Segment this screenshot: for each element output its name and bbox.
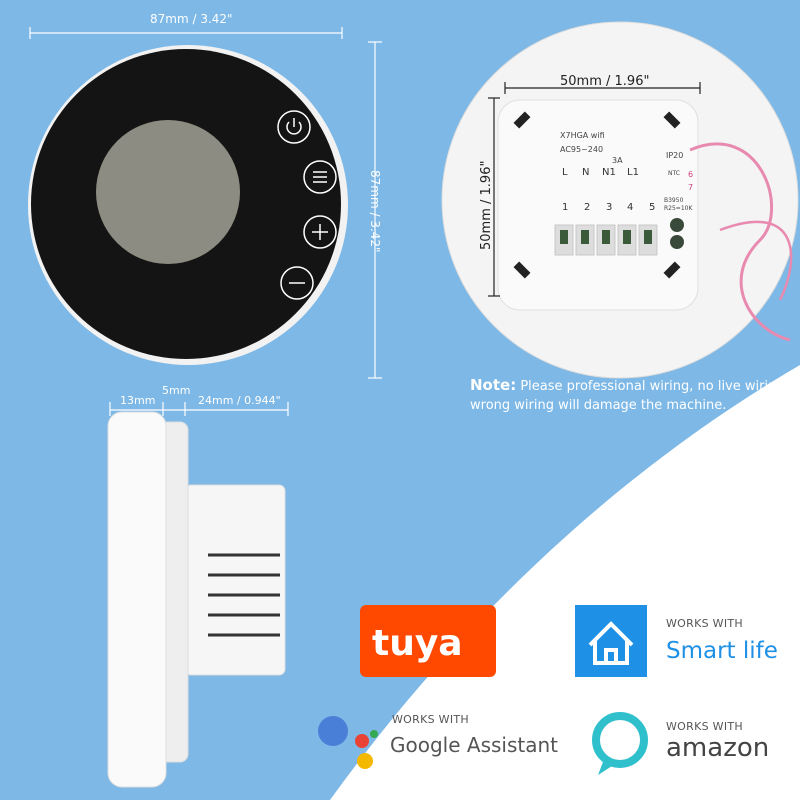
terminal-num: 4 [627,202,633,213]
terminal-num: 2 [584,202,590,213]
google-caption: WORKS WITH [392,713,469,726]
voltage-label: AC95~240 [560,145,603,154]
thermostat-side [107,411,286,788]
ntc-label: NTC [668,170,680,177]
front-dimension-lines [29,27,382,379]
side-dimension-lines [109,402,289,416]
current-label: 3A [612,156,623,165]
note-title: Note: [470,376,517,394]
power-icon [277,110,311,144]
side-front-label: 13mm [120,394,156,407]
terminal-label: L [562,167,568,178]
side-gap-label: 5mm [162,384,191,397]
terminal-label: L1 [627,167,639,178]
plus-icon [303,215,337,249]
smart-life-name: Smart life [666,638,778,664]
wiring-note: Note: Please professional wiring, no liv… [470,376,790,415]
tuya-logo [360,605,496,677]
thermostat-front [28,45,348,365]
terminal-num: 7 [688,183,693,192]
terminal-num: 5 [649,202,655,213]
sensor-label: B3950 [664,197,684,204]
white-background-band [330,365,800,800]
back-height-label: 50mm / 1.96" [479,161,494,250]
sensor-wire [689,142,791,342]
front-height-label: 87mm / 3.42" [368,170,382,253]
back-width-label: 50mm / 1.96" [560,74,649,89]
google-name: Google Assistant [390,733,558,757]
thermostat-back [441,21,799,379]
smart-life-logo [575,605,647,677]
smart-life-caption: WORKS WITH [666,617,743,630]
ip-label: IP20 [666,151,683,160]
minus-icon [280,266,314,300]
amazon-name: amazon [666,733,770,763]
menu-icon [303,160,337,194]
model-label: X7HGA wifi [560,131,605,140]
home-icon [588,621,634,665]
front-width-label: 87mm / 3.42" [150,12,233,26]
lcd-screen [96,120,240,264]
terminal-num: 6 [688,170,693,179]
back-dimension-lines [488,82,701,297]
amazon-caption: WORKS WITH [666,720,743,733]
terminal-num: 1 [562,202,568,213]
tuya-logo-text: tuya [372,623,463,664]
terminal-label: N [582,167,589,178]
google-assistant-logo [318,716,378,769]
terminal-label: N1 [602,167,616,178]
note-text: Please professional wiring, no live wiri… [470,379,789,413]
terminal-num: 3 [606,202,612,213]
side-back-label: 24mm / 0.944" [198,394,281,407]
sensor-label: R25=10K [664,205,693,212]
alexa-logo [592,712,648,775]
